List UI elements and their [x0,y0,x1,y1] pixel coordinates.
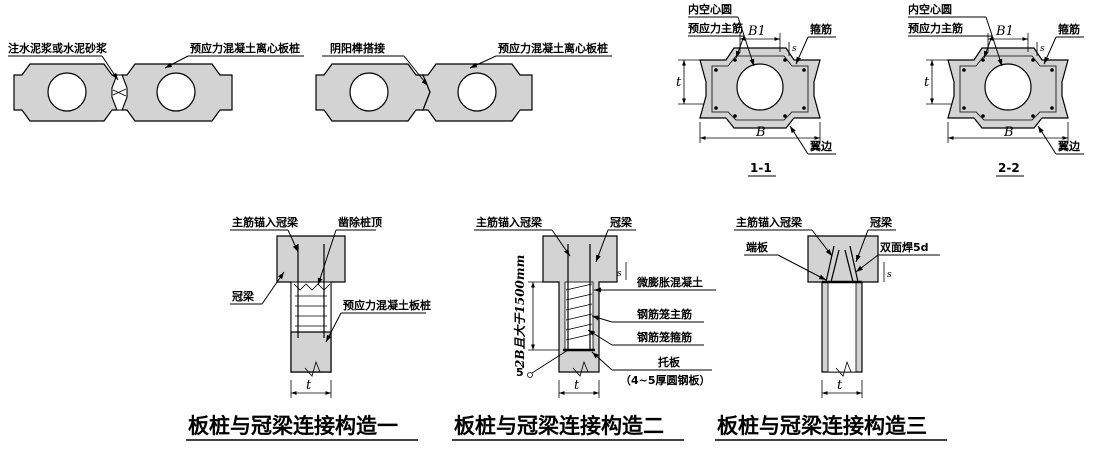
section-1-1: B1 s t B 内空心圆 预应力主筋 箍筋 翼边 1-1 [676,2,836,177]
caption-2: 板桩与冠梁连接构造二 [454,414,664,438]
label-flange-1: 翼边 [809,139,833,153]
dim-t-1: t [676,75,682,90]
label-inner-circle-2: 内空心圆 [908,2,952,16]
dim-b-2: B [1003,125,1014,140]
d1-label-chisel: 凿除桩顶 [338,215,382,229]
label-main-bar-2: 预应力主筋 [908,21,963,35]
label-pile-2: 预应力混凝土离心板桩 [498,41,608,55]
dim-b-1: B [755,125,766,140]
label-flange-2: 翼边 [1057,139,1081,153]
dim-b1-1: B1 [747,24,766,39]
dim-s-2: s [1040,44,1045,54]
d2-label-plate: 托板 [658,355,681,369]
d2-dim-s: s [617,269,622,279]
caption-1: 板桩与冠梁连接构造一 [188,414,398,438]
label-pile-1: 预应力混凝土离心板桩 [190,41,300,55]
plan-hole-2a [349,72,389,112]
d2-dim-depth: 2B且大于1500mm [513,255,527,369]
plan-hole-1b [156,72,196,112]
section-2-2: B1 s t B 内空心圆 预应力主筋 箍筋 翼边 2-2 [908,2,1084,177]
label-main-bar-1: 预应力主筋 [688,21,743,35]
d1-label-pile: 预应力混凝土板桩 [343,298,431,312]
detail-1: t 主筋锚入冠梁 凿除桩顶 冠梁 预应力混凝土板桩 [230,215,431,398]
d3-dim-s: s [887,270,892,280]
d2-label-beam: 冠梁 [610,215,633,229]
d2-label-cage-stirrup: 钢筋笼箍筋 [637,330,692,344]
d2-label-cage-main: 钢筋笼主筋 [637,307,692,321]
dim-b1-2: B1 [995,24,1014,39]
plan-hole-2b [457,72,497,112]
caption-3: 板桩与冠梁连接构造三 [717,414,927,438]
d3-hollow [827,281,857,373]
d1-label-beam: 冠梁 [232,289,255,303]
label-tenon: 阴阳榫搭接 [330,41,385,55]
section-label-2: 2-2 [998,161,1020,175]
label-stirrup-2: 箍筋 [1058,22,1080,36]
plan-grout-joint: 注水泥浆或水泥砂浆 预应力混凝土离心板桩 [8,41,304,122]
detail-3: t 主筋锚入冠梁 冠梁 端板 双面焊5d s [734,215,940,398]
dim-s-1: s [792,44,797,54]
label-inner-circle-1: 内空心圆 [688,2,732,16]
d1-label-anchor: 主筋锚入冠梁 [232,215,299,229]
d2-dim-t: t [574,378,580,393]
detail-2: 2B且大于1500mm 5 t 主筋锚入冠梁 冠梁 s 微膨胀混凝土 钢筋笼主筋… [474,215,716,398]
d1-dim-t: t [306,378,312,393]
d2-label-microexp: 微膨胀混凝土 [636,275,703,289]
d3-label-weld: 双面焊5d [880,240,929,254]
label-stirrup-1: 箍筋 [810,22,832,36]
d3-label-anchor: 主筋锚入冠梁 [736,215,803,229]
d3-label-beam: 冠梁 [870,215,893,229]
label-grout: 注水泥浆或水泥砂浆 [8,41,108,55]
section-1-hole [736,63,784,111]
d2-label-plate-note: （4~5厚圆钢板） [620,373,711,387]
grout-fill [111,74,128,111]
section-2-hole [984,63,1032,111]
plan-tenon-joint: 阴阳榫搭接 预应力混凝土离心板桩 [315,41,612,122]
plan-hole-1a [47,72,87,112]
d2-hollow [564,281,594,351]
d3-label-endplate: 端板 [746,240,769,254]
section-label-1: 1-1 [750,161,772,175]
d2-label-five: 5 [516,366,524,379]
d3-dim-t: t [837,378,843,393]
d2-label-anchor: 主筋锚入冠梁 [476,215,543,229]
dim-t-2: t [924,75,930,90]
